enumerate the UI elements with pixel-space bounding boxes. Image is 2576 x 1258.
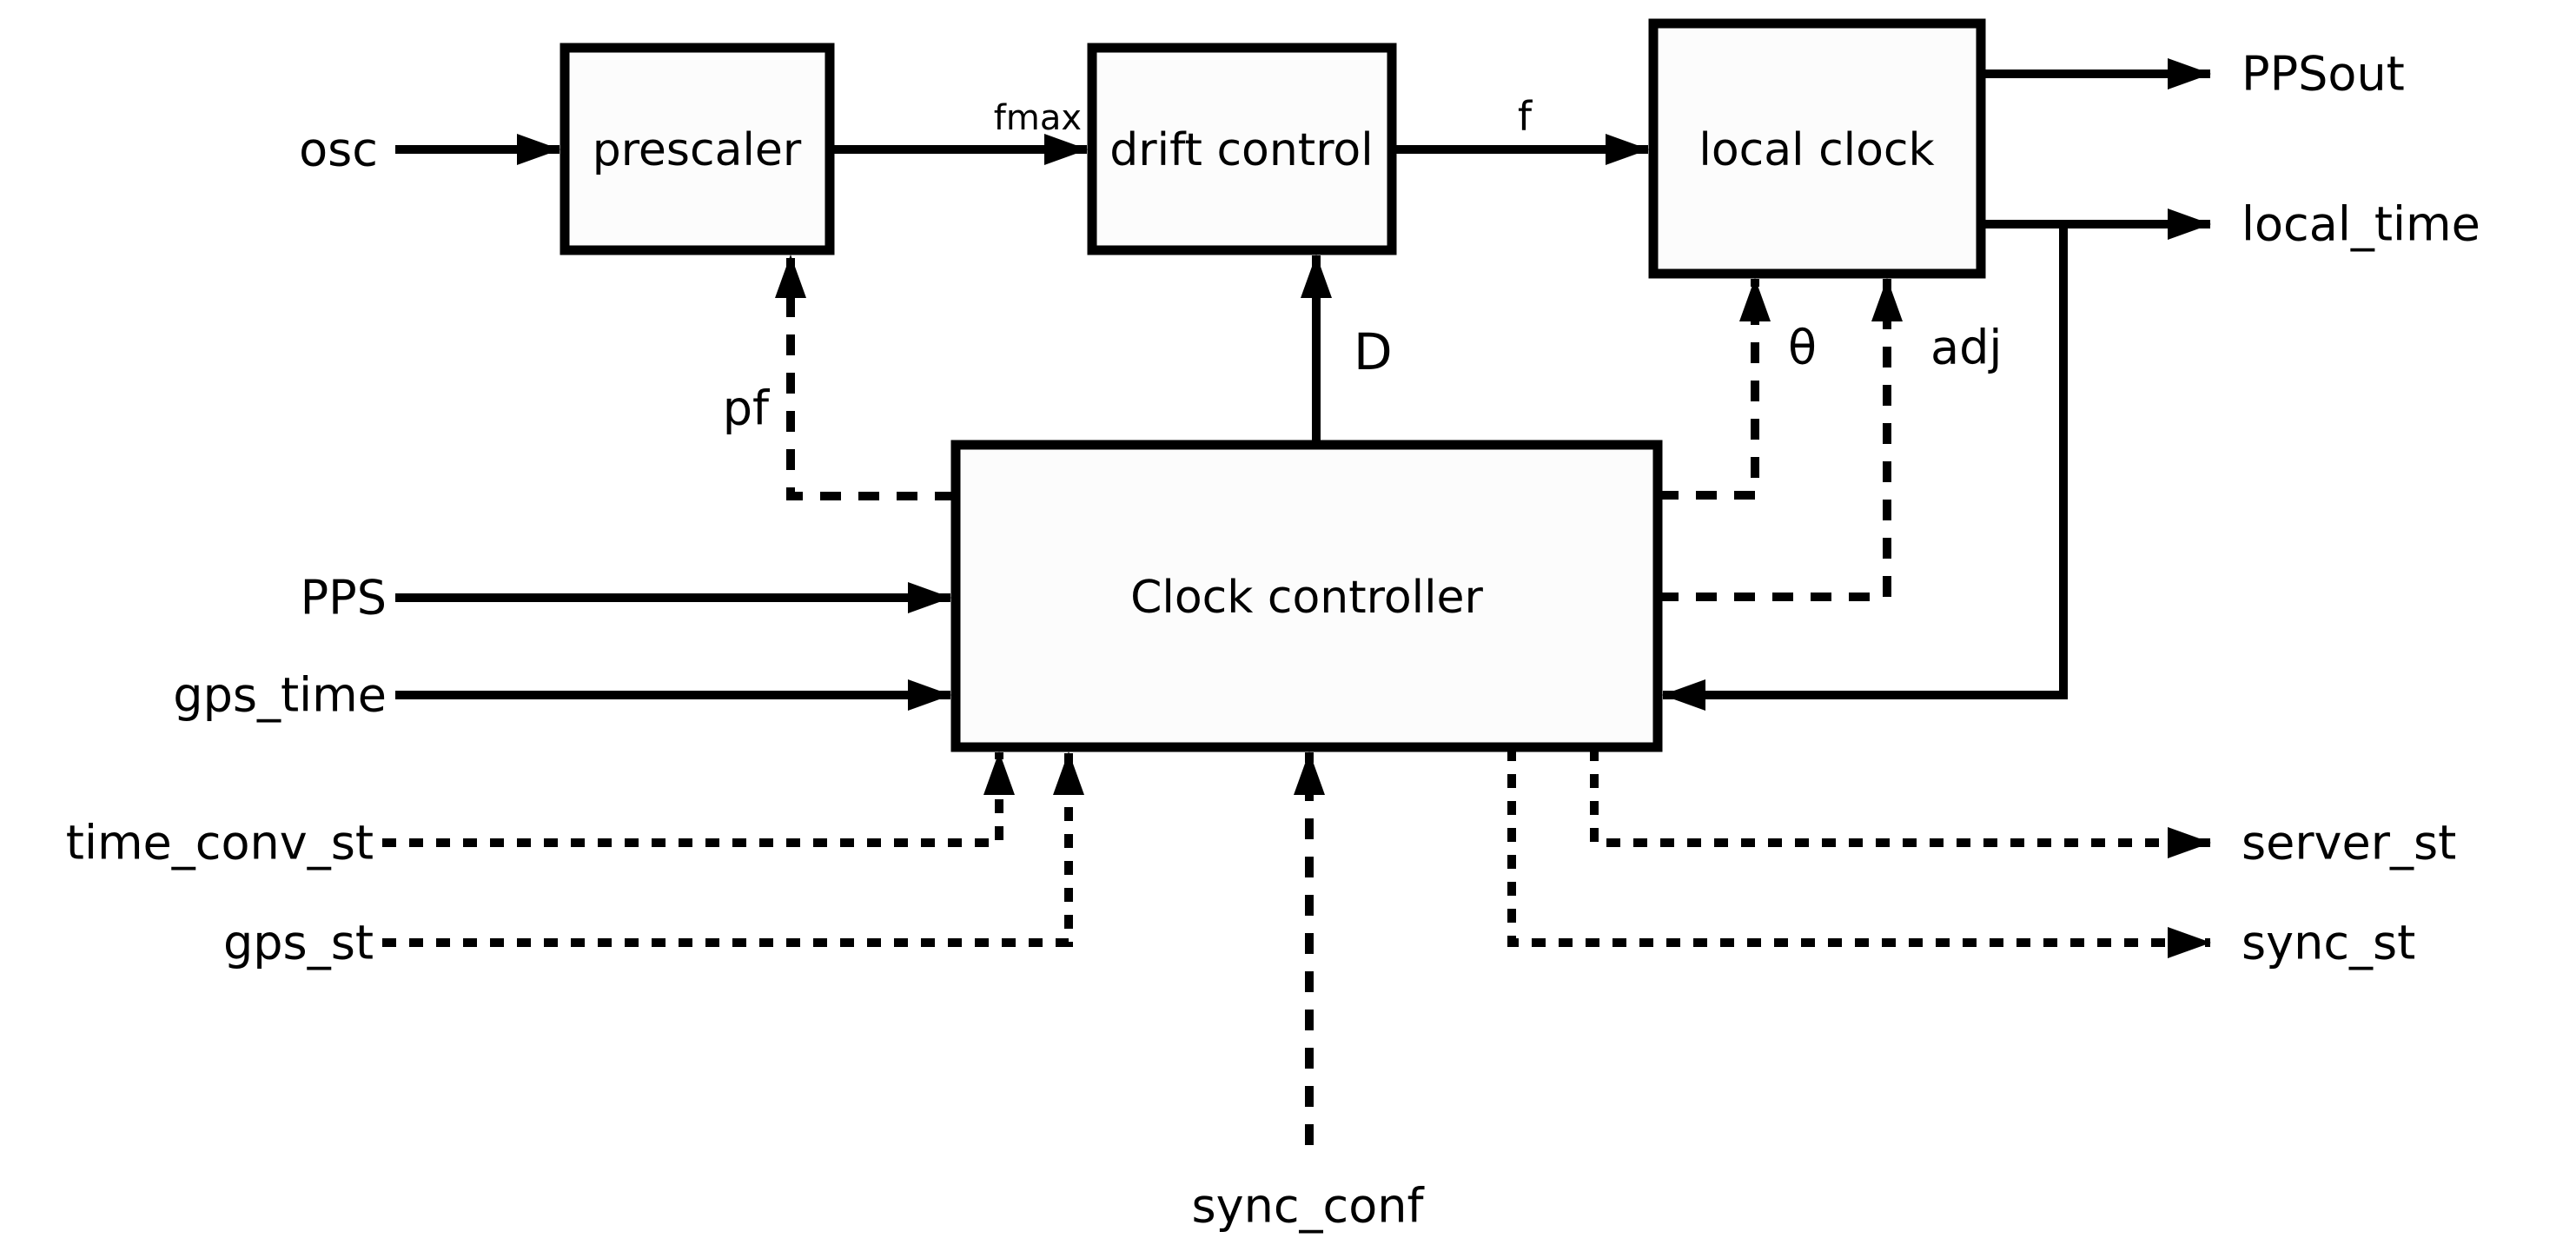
label-time-conv-st: time_conv_st <box>66 816 374 871</box>
label-sync-st: sync_st <box>2242 916 2415 970</box>
label-ppsout: PPSout <box>2242 47 2405 102</box>
block-prescaler <box>560 43 835 255</box>
block-label-drift-control: drift control <box>1109 124 1373 176</box>
label-d: D <box>1354 322 1393 381</box>
block-drift-control <box>1087 43 1397 255</box>
block-label-prescaler: prescaler <box>593 124 802 176</box>
label-fmax: fmax <box>994 98 1082 138</box>
label-local-time: local_time <box>2242 197 2480 252</box>
label-adj: adj <box>1930 321 2002 375</box>
wire-time-conv-st <box>382 751 1015 847</box>
label-gps-st: gps_st <box>223 916 374 970</box>
label-f: f <box>1518 93 1533 140</box>
label-sync-conf: sync_conf <box>1192 1179 1426 1234</box>
block-label-clock-controller: Clock controller <box>1130 572 1483 624</box>
label-server-st: server_st <box>2242 816 2456 871</box>
block-local-clock <box>1648 18 1986 279</box>
wire-gps-st <box>382 751 1084 947</box>
wire-pf <box>775 255 956 500</box>
label-osc: osc <box>299 122 378 177</box>
wire-sync-st <box>1507 747 2211 958</box>
wire-server-st <box>1590 747 2211 858</box>
wire-adj <box>1658 278 1903 601</box>
block-clock-controller <box>950 440 1663 752</box>
wire-theta <box>1658 278 1771 500</box>
label-gps-time: gps_time <box>173 668 387 723</box>
label-pps: PPS <box>301 571 387 626</box>
wire-local-time-feedback <box>1662 224 2068 711</box>
label-theta: θ <box>1788 321 1817 375</box>
block-label-local-clock: local clock <box>1699 124 1934 176</box>
label-pf: pf <box>723 381 771 436</box>
